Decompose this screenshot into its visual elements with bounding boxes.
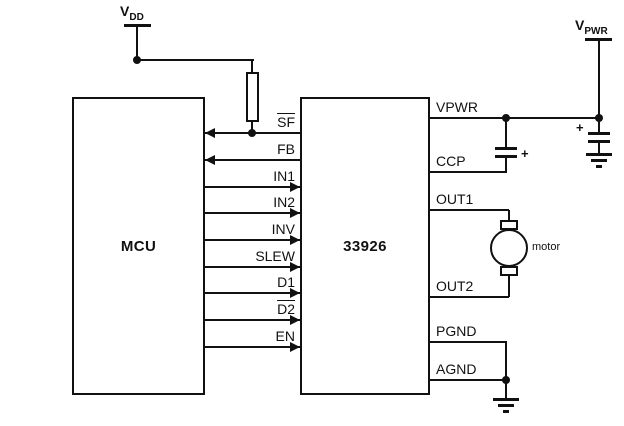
- driver-label: 33926: [343, 237, 387, 255]
- ground-bar-2: [498, 404, 514, 407]
- pin-label-sf: SF: [277, 114, 295, 130]
- vdd-rail-bar: [124, 24, 151, 27]
- vpwr-vertical-wire: [598, 40, 600, 119]
- pin-label-pgnd: PGND: [436, 323, 477, 339]
- vpwr-label-sub: PWR: [584, 25, 608, 37]
- arrowhead-slew: [290, 262, 300, 272]
- arrowhead-d2: [290, 315, 300, 325]
- wire-ccp: [430, 171, 507, 173]
- vdd-label-sub: DD: [129, 11, 144, 23]
- ccp-capacitor-bottom-plate: [495, 155, 517, 158]
- arrowhead-en: [290, 342, 300, 352]
- pin-label-fb: FB: [277, 141, 295, 157]
- pin-label-ccp: CCP: [436, 153, 466, 169]
- resistor-bottom-wire: [251, 121, 253, 133]
- motor-label: motor: [532, 241, 561, 253]
- ccp-cap-top-wire: [505, 118, 507, 148]
- pin-label-d1: D1: [277, 274, 295, 290]
- wire-pgnd: [430, 341, 507, 343]
- vdd-label-base: V: [120, 3, 130, 19]
- ground-bar-3: [596, 165, 602, 168]
- wire-inv: [205, 239, 300, 241]
- arrowhead-d1: [290, 288, 300, 298]
- wire-en: [205, 346, 300, 348]
- wire-fb: [205, 159, 300, 161]
- pgnd-vertical-wire: [505, 341, 507, 399]
- ground-bar-3: [503, 410, 509, 413]
- pin-label-en: EN: [275, 328, 295, 344]
- ground-bar-1: [493, 398, 519, 401]
- ground-bar-2: [591, 159, 607, 162]
- vpwr-label: VPWR: [575, 17, 608, 37]
- out1-drop-wire: [508, 210, 510, 222]
- vpwr-label-base: V: [575, 17, 585, 33]
- ground-symbol-bulk-cap: [586, 153, 612, 169]
- wire-agnd: [430, 379, 507, 381]
- pin-label-in1: IN1: [273, 168, 295, 184]
- pin-label-vpwr: VPWR: [436, 99, 478, 115]
- ccp-capacitor-plus: +: [521, 146, 529, 161]
- resistor-top-wire: [251, 60, 253, 73]
- pin-label-in2: IN2: [273, 194, 295, 210]
- vpwr-rail-bar: [585, 38, 612, 41]
- bulk-capacitor-bottom-plate: [588, 140, 610, 143]
- vdd-vertical-wire: [136, 26, 138, 61]
- ccp-cap-bottom-wire: [505, 158, 507, 172]
- wire-d1: [205, 292, 300, 294]
- wire-in2: [205, 212, 300, 214]
- wire-vpwr: [430, 117, 599, 119]
- bulk-capacitor-top-plate: [588, 132, 610, 135]
- arrowhead-in2: [290, 208, 300, 218]
- wire-out1: [430, 209, 509, 211]
- arrowhead-in1: [290, 182, 300, 192]
- wire-d2: [205, 319, 300, 321]
- pin-label-inv: INV: [271, 221, 295, 237]
- agnd-junction-dot: [502, 376, 510, 384]
- bulk-capacitor-plus: +: [576, 120, 584, 135]
- wire-out2: [430, 296, 509, 298]
- arrowhead-fb: [205, 155, 215, 165]
- pin-label-d2: D2: [277, 301, 295, 317]
- out2-rise-wire: [508, 274, 510, 297]
- mcu-label: MCU: [120, 237, 157, 255]
- bulk-cap-bottom-wire: [598, 143, 600, 154]
- ground-symbol-gnd-pins: [493, 398, 519, 414]
- driver-box: 33926: [300, 97, 430, 395]
- pin-label-agnd: AGND: [436, 361, 477, 377]
- wire-slew: [205, 266, 300, 268]
- pin-label-out2: OUT2: [436, 278, 474, 294]
- pin-label-slew: SLEW: [255, 248, 295, 264]
- bulk-cap-top-wire: [598, 118, 600, 133]
- mcu-box: MCU: [72, 97, 205, 395]
- motor-body: [490, 229, 528, 267]
- vdd-junction-dot: [133, 56, 141, 64]
- ground-bar-1: [586, 153, 612, 156]
- wire-in1: [205, 186, 300, 188]
- ccp-capacitor-top-plate: [495, 147, 517, 150]
- vdd-label: VDD: [120, 3, 144, 23]
- pin-label-out1: OUT1: [436, 191, 474, 207]
- wire-sf: [205, 132, 300, 134]
- arrowhead-inv: [290, 235, 300, 245]
- arrowhead-sf: [205, 128, 215, 138]
- vdd-horizontal-wire: [136, 59, 254, 61]
